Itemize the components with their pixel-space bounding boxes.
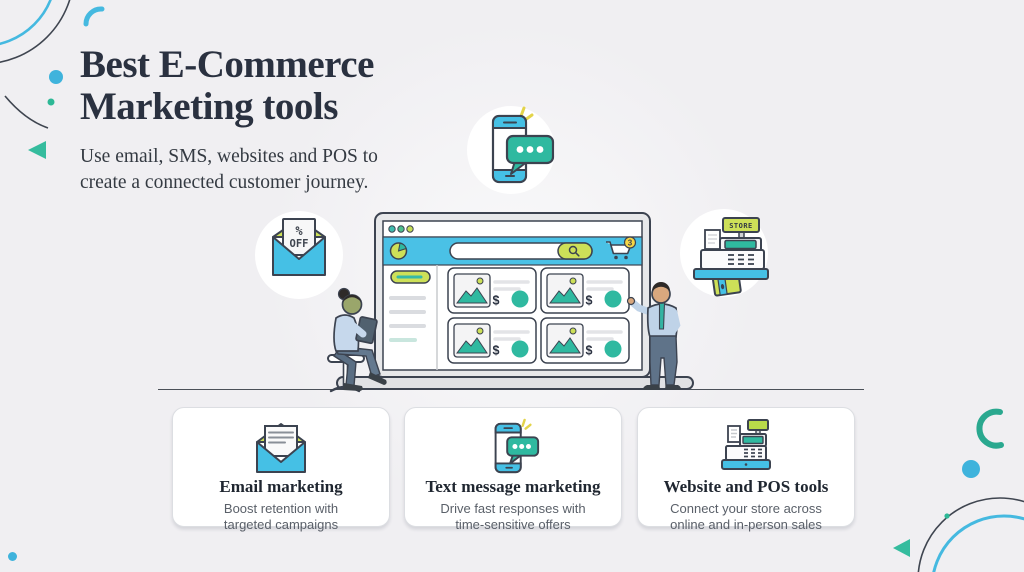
- card-body: Boost retention with targeted campaigns: [173, 501, 389, 534]
- register-buttons: [728, 254, 754, 265]
- circle-arcs-icon: [0, 0, 105, 129]
- info-card-sms: Text message marketing Drive fast respon…: [404, 407, 622, 532]
- receipt-icon: [704, 229, 721, 250]
- discount-text: OFF: [290, 238, 309, 250]
- person-standing: [626, 282, 681, 390]
- search-icon: [568, 245, 580, 257]
- browser-search-bar: [449, 242, 593, 260]
- card-body-line1: Boost retention with: [223, 501, 339, 516]
- cart-icon: 3: [606, 236, 637, 260]
- decor-bottom-right: [893, 408, 1024, 572]
- blue-dot-icon: [49, 70, 63, 84]
- teal-dot-icon: [944, 513, 950, 519]
- decor-top-left: [0, 0, 105, 159]
- page-title-line1: Best E-Commerce: [80, 43, 374, 86]
- site-logo-icon: [389, 242, 408, 260]
- circle-arcs-icon: [917, 408, 1024, 572]
- browser-sidebar: [389, 265, 438, 370]
- person-seated: [327, 287, 387, 393]
- info-card-email: Email marketing Boost retention with tar…: [172, 407, 390, 532]
- blue-dot-icon: [962, 460, 980, 478]
- card-body-line1: Drive fast responses with: [440, 501, 586, 516]
- open-envelope-icon: [173, 418, 389, 476]
- teal-triangle-icon: [893, 539, 910, 557]
- card-title: Website and POS tools: [663, 477, 829, 496]
- chat-bubble-icon: [505, 134, 555, 175]
- laptop: 3: [336, 212, 694, 390]
- page-subtitle-line1: Use email, SMS, websites and POS to: [80, 146, 378, 167]
- browser-window: 3: [382, 225, 643, 370]
- page-title-line2: Marketing tools: [80, 84, 338, 128]
- page-title: Best E-Commerce Marketing tools: [80, 44, 500, 127]
- hero-illustration: $ % OFF: [255, 106, 769, 393]
- laptop-base: [336, 376, 694, 390]
- page-subtitle: Use email, SMS, websites and POS to crea…: [80, 144, 440, 195]
- teal-triangle-icon: [28, 141, 46, 159]
- card-body-line1: Connect your store across: [670, 501, 822, 516]
- card-body-line2: online and in-person sales: [670, 517, 822, 533]
- card-title: Text message marketing: [425, 477, 601, 496]
- store-sign-label: STORE: [729, 222, 753, 230]
- cash-register-icon: [638, 418, 854, 476]
- blue-dot-icon: [8, 552, 17, 561]
- sms-phone-icon: [491, 106, 555, 184]
- teal-dot-icon: [47, 98, 55, 106]
- card-body-line2: time-sensitive offers: [455, 517, 571, 533]
- phone-chat-icon: [405, 418, 621, 476]
- discount-text: %: [295, 224, 303, 238]
- info-card-pos: Website and POS tools Connect your store…: [637, 407, 855, 532]
- pos-register-icon: STORE: [693, 217, 769, 297]
- cart-badge: 3: [628, 239, 633, 248]
- card-title: Email marketing: [219, 477, 343, 496]
- discount-envelope-icon: % OFF: [272, 218, 326, 276]
- card-body: Drive fast responses with time-sensitive…: [405, 501, 621, 534]
- card-body: Connect your store across online and in-…: [638, 501, 854, 534]
- card-body-line2: targeted campaigns: [223, 517, 339, 533]
- page-subtitle-line2: create a connected customer journey.: [80, 171, 369, 193]
